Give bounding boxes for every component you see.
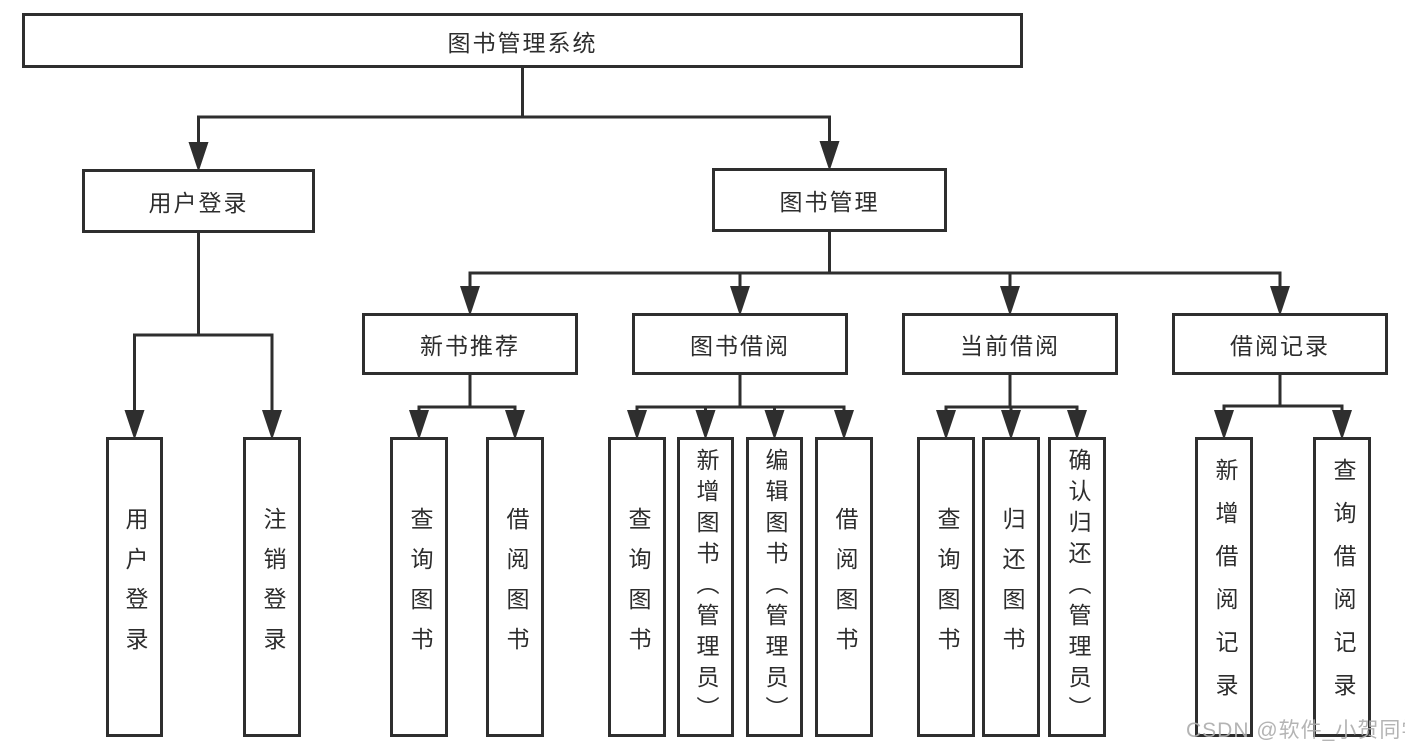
arrowhead-icon xyxy=(1067,410,1087,440)
node-confirm-return: 确认归还（管理员） xyxy=(1048,437,1106,737)
node-book-mgmt: 图书管理 xyxy=(712,168,947,232)
node-query-book-3: 查询图书 xyxy=(917,437,975,737)
arrowhead-icon xyxy=(262,410,282,440)
arrowhead-icon xyxy=(409,410,429,440)
arrowhead-icon xyxy=(936,410,956,440)
csdn-watermark: CSDN @软件_小贺同学 xyxy=(1186,719,1405,742)
arrowhead-icon xyxy=(1214,410,1234,440)
arrowhead-icon xyxy=(695,410,716,440)
arrowhead-icon xyxy=(1332,410,1352,440)
arrowhead-icon xyxy=(1000,286,1020,316)
node-add-book: 新增图书（管理员） xyxy=(677,437,734,737)
node-user-login: 用户登录 xyxy=(82,169,315,233)
node-query-record: 查询借阅记录 xyxy=(1313,437,1371,737)
node-borrow-book-1: 借阅图书 xyxy=(486,437,544,737)
node-query-book-1: 查询图书 xyxy=(390,437,448,737)
arrowhead-icon xyxy=(1270,286,1290,316)
node-return-book: 归还图书 xyxy=(982,437,1040,737)
node-query-book-2: 查询图书 xyxy=(608,437,666,737)
arrowhead-icon xyxy=(188,142,209,172)
node-add-record: 新增借阅记录 xyxy=(1195,437,1253,737)
node-edit-book: 编辑图书（管理员） xyxy=(746,437,803,737)
arrowhead-icon xyxy=(819,141,840,171)
node-library-system: 图书管理系统 xyxy=(22,13,1023,68)
arrowhead-icon xyxy=(1001,410,1021,440)
arrowhead-icon xyxy=(627,410,647,440)
arrowhead-icon xyxy=(730,286,750,316)
arrowhead-icon xyxy=(505,410,525,440)
node-borrow-book-2: 借阅图书 xyxy=(815,437,873,737)
node-borrow-record: 借阅记录 xyxy=(1172,313,1388,375)
node-new-book-rec: 新书推荐 xyxy=(362,313,578,375)
node-logout-leaf: 注销登录 xyxy=(243,437,301,737)
node-login-leaf: 用户登录 xyxy=(106,437,163,737)
arrowhead-icon xyxy=(764,410,785,440)
arrowhead-icon xyxy=(124,410,145,440)
node-current-borrow: 当前借阅 xyxy=(902,313,1118,375)
node-book-borrow: 图书借阅 xyxy=(632,313,848,375)
arrowhead-icon xyxy=(460,286,480,316)
arrowhead-icon xyxy=(834,410,854,440)
